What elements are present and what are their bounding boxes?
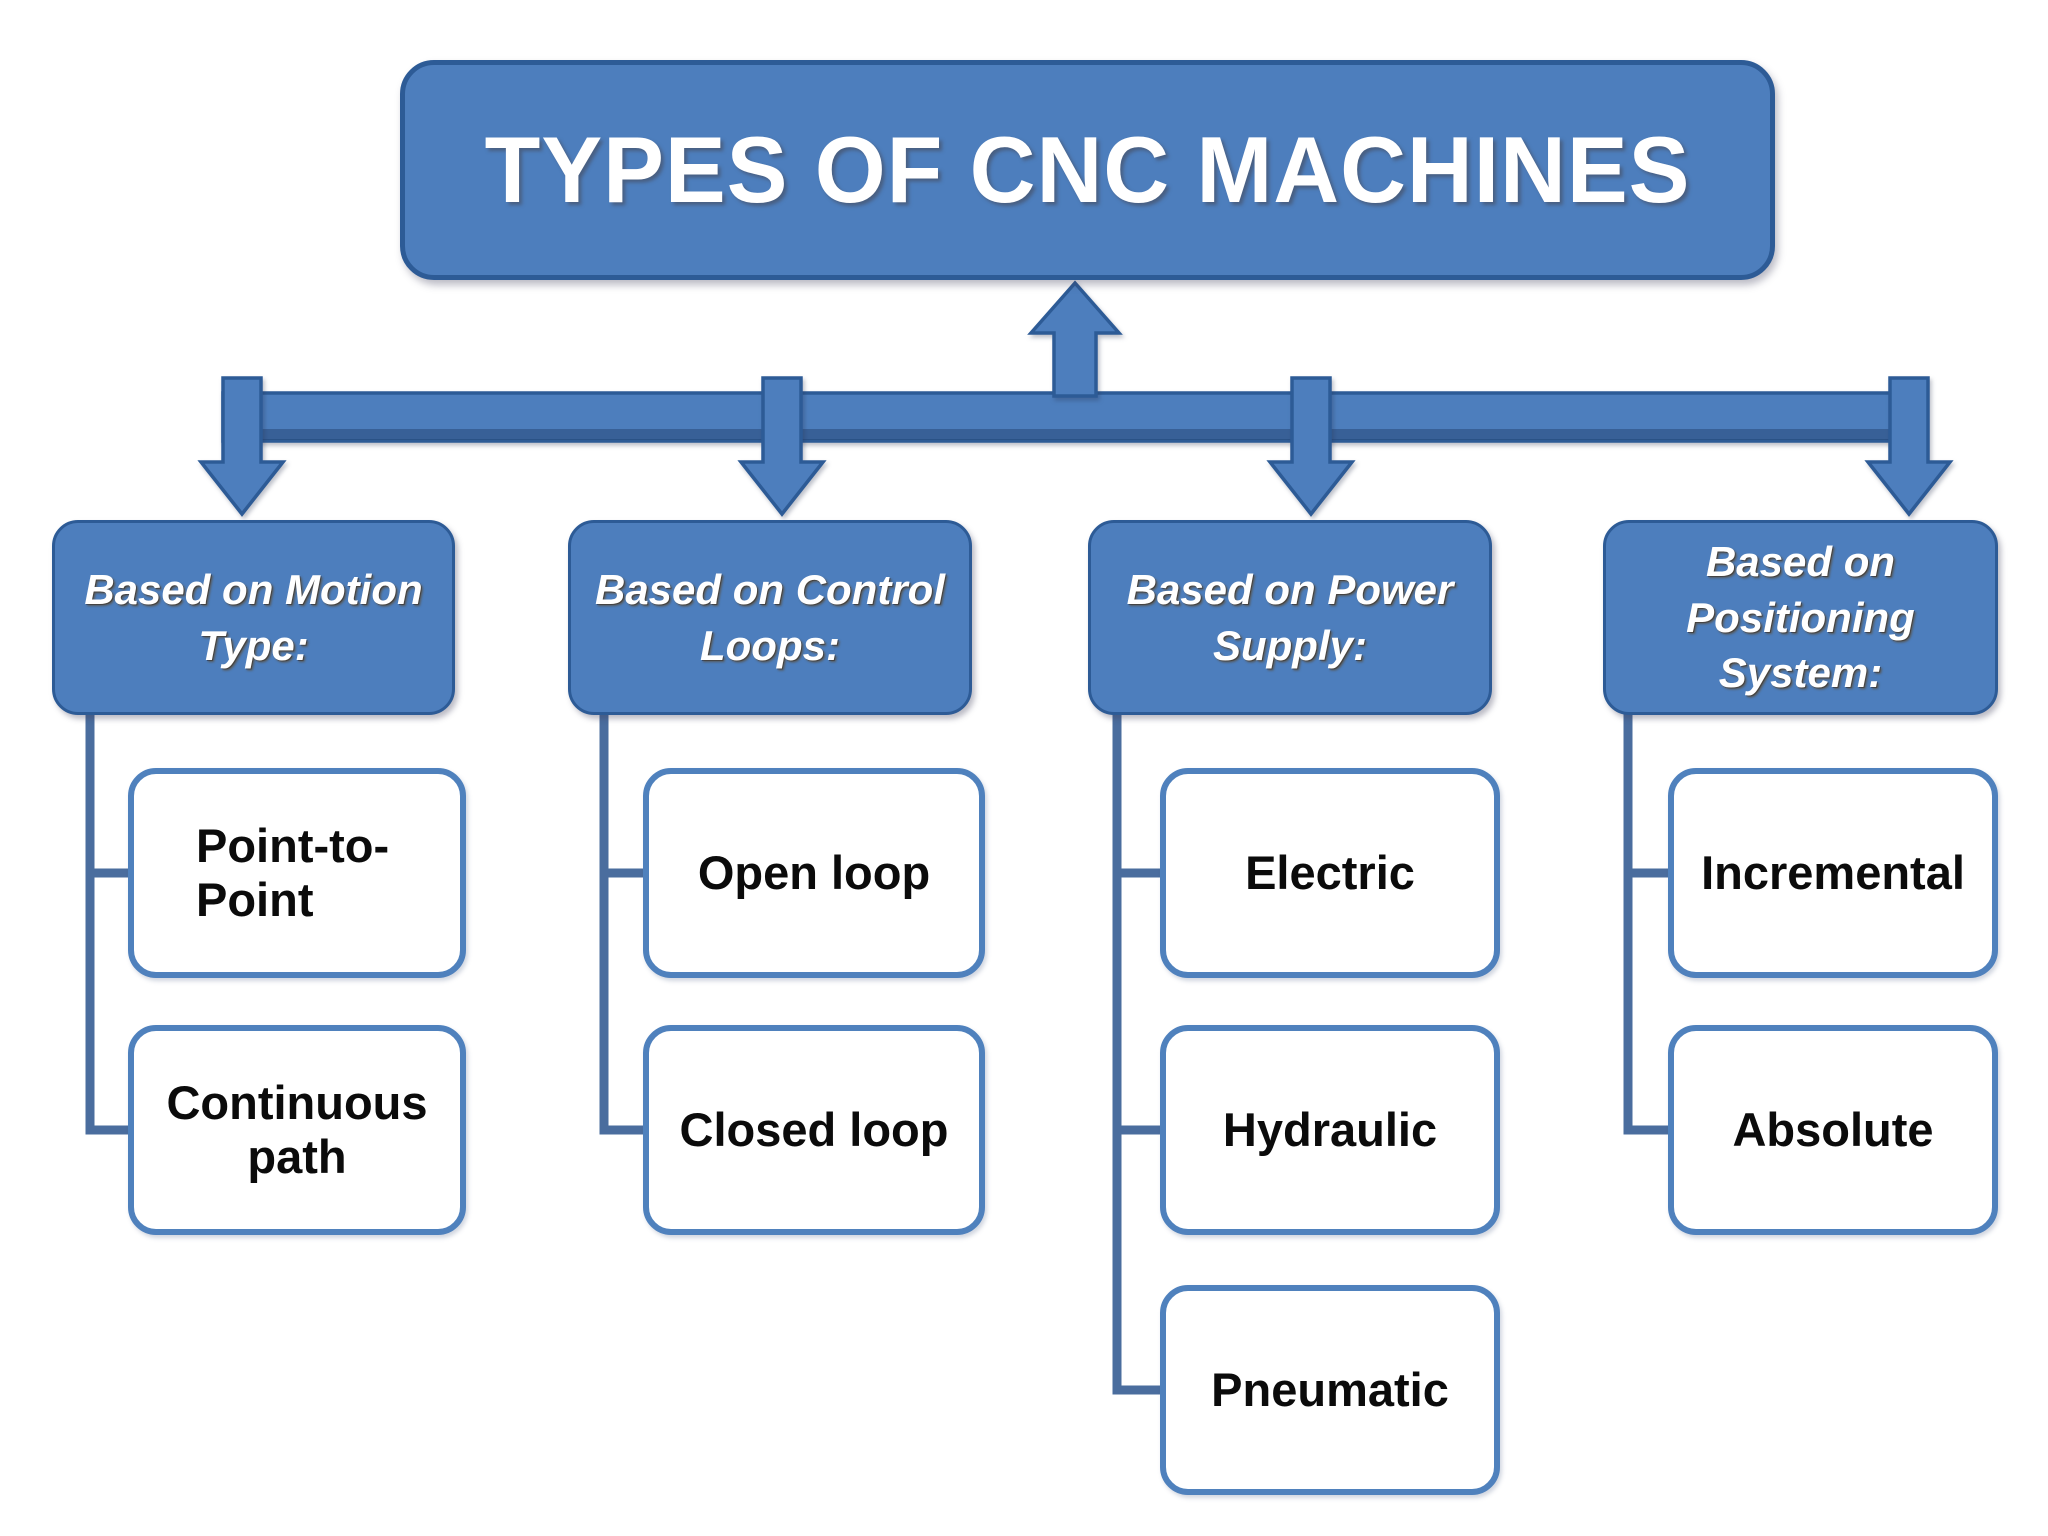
child-label-electric: Electric	[1245, 845, 1415, 899]
category-box-control-loops: Based on Control Loops:	[568, 520, 972, 715]
child-label-continuous-path: Continuous path	[166, 1075, 428, 1183]
child-box-closed-loop: Closed loop	[643, 1025, 985, 1235]
category-label-motion-type: Based on Motion Type:	[84, 566, 423, 669]
child-box-absolute: Absolute	[1668, 1025, 1998, 1235]
down-arrow-2	[737, 376, 827, 517]
category-box-positioning-system: Based on Positioning System:	[1603, 520, 1998, 715]
down-arrow-3	[1266, 376, 1356, 517]
category-label-positioning-system: Based on Positioning System:	[1686, 538, 1915, 697]
child-box-electric: Electric	[1160, 768, 1500, 978]
distribution-bar-shade	[226, 429, 1917, 440]
diagram-title: TYPES OF CNC MACHINES	[484, 117, 1691, 222]
child-box-point-to-point: Point-to- Point	[128, 768, 466, 978]
title-box: TYPES OF CNC MACHINES	[400, 60, 1775, 280]
category-label-control-loops: Based on Control Loops:	[594, 566, 945, 669]
down-arrow-4	[1864, 376, 1954, 517]
child-box-hydraulic: Hydraulic	[1160, 1025, 1500, 1235]
child-box-open-loop: Open loop	[643, 768, 985, 978]
child-label-absolute: Absolute	[1732, 1102, 1934, 1156]
child-label-pneumatic: Pneumatic	[1211, 1362, 1449, 1416]
child-box-continuous-path: Continuous path	[128, 1025, 466, 1235]
child-label-closed-loop: Closed loop	[679, 1102, 949, 1156]
up-arrow	[1027, 280, 1123, 398]
child-label-incremental: Incremental	[1701, 845, 1965, 899]
category-box-motion-type: Based on Motion Type:	[52, 520, 455, 715]
category-box-power-supply: Based on Power Supply:	[1088, 520, 1492, 715]
connector-col2	[599, 710, 643, 1135]
connector-col1	[85, 710, 128, 1135]
child-label-hydraulic: Hydraulic	[1222, 1102, 1438, 1156]
connector-col4	[1623, 710, 1668, 1135]
child-box-pneumatic: Pneumatic	[1160, 1285, 1500, 1495]
connector-col3	[1112, 710, 1160, 1395]
child-box-incremental: Incremental	[1668, 768, 1998, 978]
child-label-open-loop: Open loop	[697, 845, 931, 899]
category-label-power-supply: Based on Power Supply:	[1126, 566, 1454, 669]
down-arrow-1	[197, 376, 287, 517]
child-label-point-to-point: Point-to- Point	[196, 818, 390, 926]
